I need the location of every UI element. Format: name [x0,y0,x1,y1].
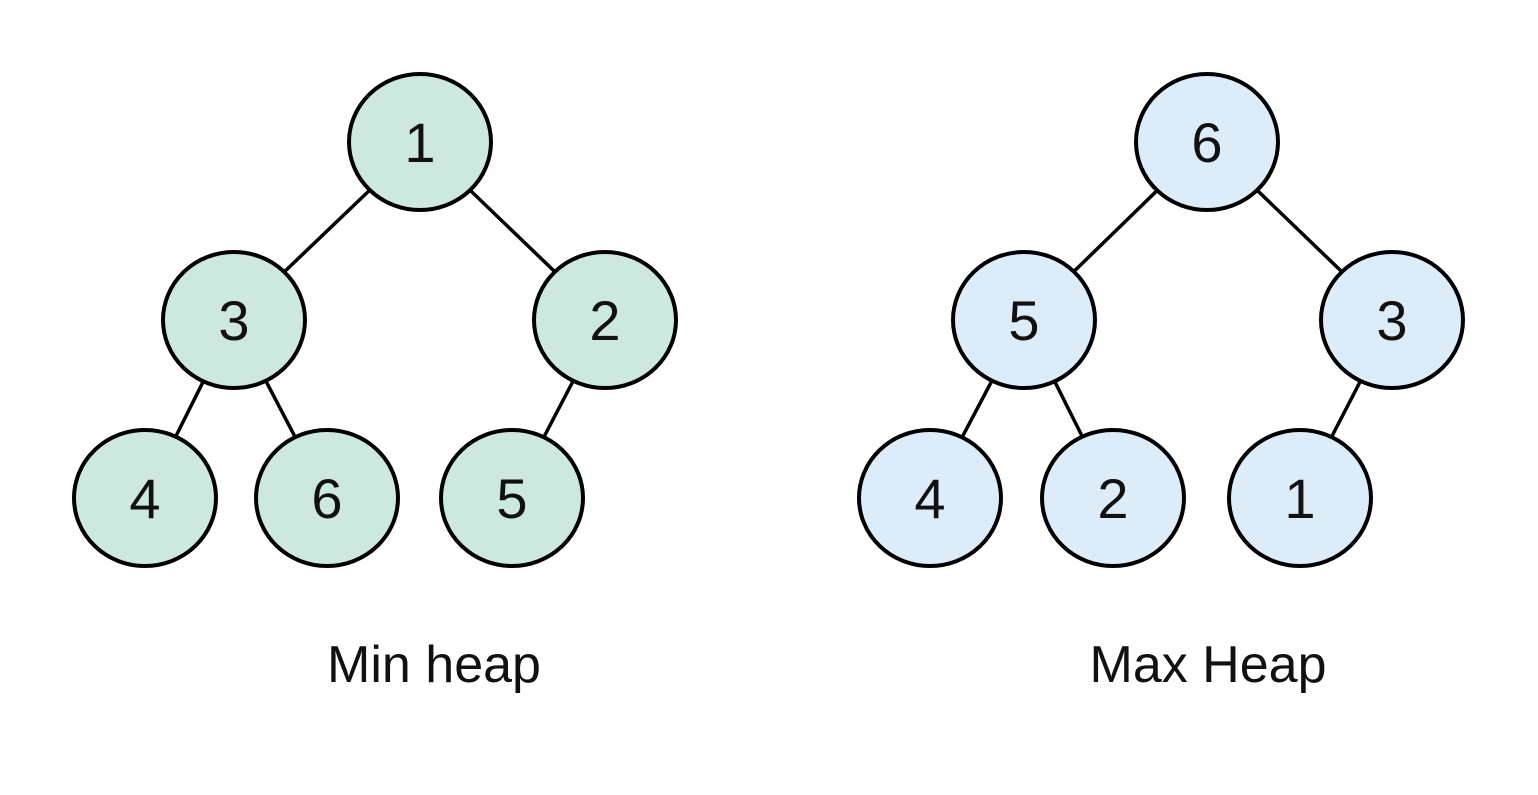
min-heap-node [439,428,585,568]
heap-node-value: 4 [914,467,945,530]
max-heap-node [857,428,1003,568]
min-heap-node [161,250,307,390]
max-heap-node [1134,72,1280,212]
min-heap-node [72,428,218,568]
heap-node-value: 5 [496,467,527,530]
max-heap-node [1040,428,1186,568]
heap-node-value: 1 [404,111,435,174]
heap-node-value: 5 [1008,289,1039,352]
heap-node-value: 1 [1284,467,1315,530]
max-heap-caption: Max Heap [1090,636,1327,694]
min-heap-node [254,428,400,568]
heap-node-value: 3 [1376,289,1407,352]
max-heap-node [1319,250,1465,390]
min-heap-node [532,250,678,390]
max-heap-node [951,250,1097,390]
heap-node-value: 2 [1097,467,1128,530]
min-heap-caption: Min heap [327,636,541,694]
min-heap-node [347,72,493,212]
heap-node-value: 4 [129,467,160,530]
heap-node-value: 3 [218,289,249,352]
heap-node-value: 6 [311,467,342,530]
max-heap-node [1227,428,1373,568]
heap-node-value: 2 [589,289,620,352]
heap-node-value: 6 [1191,111,1222,174]
